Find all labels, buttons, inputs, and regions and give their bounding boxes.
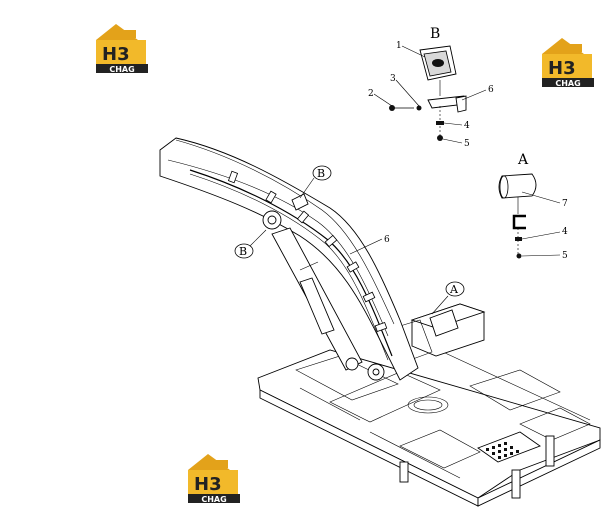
svg-text:CHAG: CHAG (201, 495, 226, 504)
callout-b-lower-bubble (234, 243, 254, 259)
svg-text:CHAG: CHAG (109, 65, 134, 74)
work-lamp-part-1 (419, 45, 457, 96)
part-number-2: 2 (368, 89, 374, 99)
svg-text:H3: H3 (194, 474, 222, 495)
part-number-7: 7 (562, 199, 568, 209)
part-number-3: 3 (390, 74, 396, 84)
main-assembly: A B B 6 (159, 137, 601, 507)
svg-text:H3: H3 (548, 58, 576, 79)
bracket-part-6 (427, 95, 467, 113)
work-lamp-part-7 (498, 173, 537, 214)
nut-part-5 (437, 135, 443, 141)
view-label-a: A (517, 152, 529, 168)
washer-part-4-a (515, 237, 522, 241)
part-number-6: 6 (488, 85, 494, 95)
callout-a-bubble (445, 281, 465, 297)
washer-part-3 (416, 105, 422, 111)
callout-b-upper-bubble (312, 165, 332, 181)
svg-text:CHAG: CHAG (555, 79, 580, 88)
part-number-4-a: 4 (562, 227, 568, 237)
boom (159, 137, 419, 381)
brand-logo-top-right: H3 CHAG (542, 38, 594, 88)
washer-part-4 (436, 121, 444, 125)
part-number-5-a: 5 (562, 251, 568, 261)
view-label-b: B (430, 26, 440, 42)
brand-logo-top-left: H3 CHAG (96, 24, 148, 74)
bolt-part-2 (389, 105, 414, 111)
part-number-6-main: 6 (384, 235, 390, 245)
u-bracket (512, 214, 526, 230)
callout-a-label: A (449, 283, 459, 296)
svg-text:H3: H3 (102, 44, 130, 65)
part-number-5: 5 (464, 139, 470, 149)
detail-a: A 7 4 5 (498, 152, 568, 261)
part-number-1: 1 (396, 41, 402, 51)
boom-cylinder (271, 227, 385, 381)
part-number-4: 4 (464, 121, 470, 131)
detail-b: B (368, 26, 494, 149)
callout-b-lower-label: B (239, 245, 247, 258)
nut-part-5-a (516, 253, 522, 259)
turntable-frame (257, 345, 601, 507)
brand-logo-bottom: H3 CHAG (188, 454, 240, 504)
callout-b-upper-label: B (317, 167, 325, 180)
cab-mount (399, 303, 486, 361)
